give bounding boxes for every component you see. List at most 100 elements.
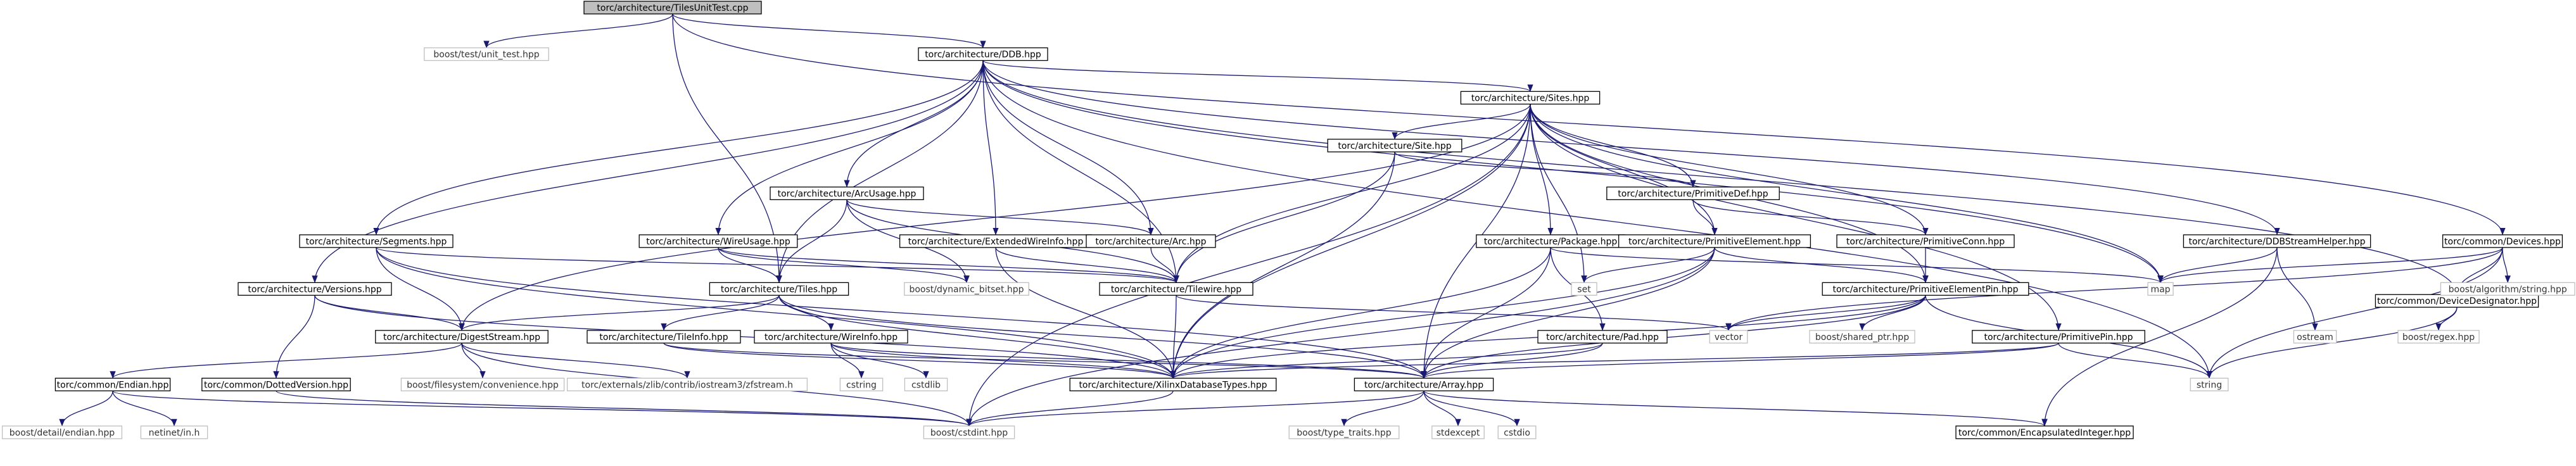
- node-wireinfo[interactable]: torc/architecture/WireInfo.hpp: [754, 330, 908, 344]
- edge-ddb-to-extwire: [982, 60, 999, 236]
- edge-extwire-to-tilewire: [995, 247, 1179, 283]
- edge-ddb-to-arc: [982, 60, 1154, 236]
- node-detendian: boost/detail/endian.hpp: [1, 425, 123, 439]
- node-box: [587, 330, 741, 344]
- node-box: [2440, 282, 2575, 296]
- edge-wireinfo-to-cstring: [830, 343, 865, 379]
- node-label: boost/shared_ptr.hpp: [1815, 332, 1909, 343]
- node-primpin[interactable]: torc/architecture/PrimitivePin.hpp: [1972, 330, 2145, 344]
- node-box: [638, 234, 798, 248]
- edge-devdesig-to-regex: [2435, 307, 2458, 331]
- node-label: torc/common/DottedVersion.hpp: [204, 380, 348, 390]
- node-netinet: netinet/in.h: [140, 425, 208, 439]
- node-box: [2190, 377, 2229, 391]
- node-box: [1709, 330, 1748, 344]
- node-label: torc/architecture/DDBStreamHelper.hpp: [2188, 237, 2365, 247]
- node-devices[interactable]: torc/common/Devices.hpp: [2442, 234, 2563, 248]
- node-versions[interactable]: torc/architecture/Versions.hpp: [238, 282, 392, 296]
- edge-primpin-to-string: [2058, 343, 2212, 379]
- edge-digest-to-endian: [110, 343, 462, 379]
- edge-package-to-xilinx: [1170, 247, 1551, 379]
- node-label: torc/architecture/Segments.hpp: [306, 237, 447, 247]
- node-box: [54, 377, 171, 391]
- node-digest[interactable]: torc/architecture/DigestStream.hpp: [375, 330, 549, 344]
- node-box: [1099, 282, 1253, 296]
- node-primelempin[interactable]: torc/architecture/PrimitiveElementPin.hp…: [1822, 282, 2029, 296]
- edge-pad-to-array: [1421, 343, 1603, 379]
- node-typetraits: boost/type_traits.hpp: [1288, 425, 1400, 439]
- edge-tiles-to-digest: [459, 294, 780, 331]
- node-devdesig[interactable]: torc/common/DeviceDesignator.hpp: [2375, 294, 2539, 308]
- node-label: boost/type_traits.hpp: [1297, 428, 1391, 438]
- node-tiles[interactable]: torc/architecture/Tiles.hpp: [709, 282, 849, 296]
- node-extwire[interactable]: torc/architecture/ExtendedWireInfo.hpp: [899, 234, 1093, 248]
- node-box: [1972, 330, 2145, 344]
- node-unit_test: boost/test/unit_test.hpp: [424, 47, 549, 61]
- node-label: stdexcept: [1437, 428, 1480, 438]
- node-label: ostream: [2297, 332, 2333, 343]
- node-label: cstring: [846, 380, 877, 390]
- node-box: [299, 234, 454, 248]
- edge-digest-to-zfstream: [461, 343, 690, 379]
- edge-dotted-to-cstdint: [276, 390, 972, 427]
- node-ddb[interactable]: torc/architecture/DDB.hpp: [918, 47, 1048, 61]
- edge-wireusage-to-tiles: [718, 247, 782, 283]
- edge-devices-to-algostring: [2502, 247, 2511, 283]
- node-box: [1460, 91, 1601, 105]
- edge-root-to-tiles: [672, 13, 782, 283]
- edge-tilewire-to-xilinx: [1170, 295, 1177, 379]
- edge-array-to-encint: [1423, 390, 2048, 427]
- node-ddbstream[interactable]: torc/architecture/DDBStreamHelper.hpp: [2183, 234, 2371, 248]
- node-package[interactable]: torc/architecture/Package.hpp: [1476, 234, 1625, 248]
- node-label: torc/architecture/Arc.hpp: [1095, 237, 1206, 247]
- node-tilewire[interactable]: torc/architecture/Tilewire.hpp: [1099, 282, 1253, 296]
- edge-ddbstream-to-ostream: [2276, 247, 2318, 331]
- node-sites[interactable]: torc/architecture/Sites.hpp: [1460, 91, 1601, 105]
- edge-sites-to-set: [1530, 104, 1587, 283]
- node-cstring: cstring: [839, 377, 884, 391]
- node-tileinfo[interactable]: torc/architecture/TileInfo.hpp: [587, 330, 741, 344]
- node-site[interactable]: torc/architecture/Site.hpp: [1327, 139, 1462, 153]
- node-root[interactable]: torc/architecture/TilesUnitTest.cpp: [583, 1, 762, 15]
- node-primconn[interactable]: torc/architecture/PrimitiveConn.hpp: [1836, 234, 2015, 248]
- node-segments[interactable]: torc/architecture/Segments.hpp: [299, 234, 454, 248]
- edge-ddb-to-devdesig: [982, 60, 2460, 295]
- node-endian[interactable]: torc/common/Endian.hpp: [54, 377, 171, 391]
- node-box: [424, 47, 549, 61]
- edge-site-to-tilewire: [1173, 151, 1395, 283]
- edge-site-to-primdef: [1394, 151, 1696, 187]
- node-box: [2442, 234, 2563, 248]
- node-primdef[interactable]: torc/architecture/PrimitiveDef.hpp: [1606, 186, 1780, 201]
- node-box: [2293, 330, 2337, 344]
- node-vector: vector: [1709, 330, 1748, 344]
- edge-root-to-ddb: [672, 13, 986, 49]
- node-label: torc/architecture/Package.hpp: [1484, 237, 1618, 247]
- node-xilinx[interactable]: torc/architecture/XilinxDatabaseTypes.hp…: [1069, 377, 1277, 391]
- node-cstdlib: cstdlib: [904, 377, 948, 391]
- node-box: [2147, 282, 2174, 296]
- node-arcusage[interactable]: torc/architecture/ArcUsage.hpp: [770, 186, 924, 201]
- edge-sites-to-map: [1530, 104, 2164, 283]
- edge-segments-to-tilewire: [376, 247, 1179, 283]
- edge-primelempin-to-array: [1421, 295, 1926, 379]
- node-box: [1618, 234, 1811, 248]
- edge-primelempin-to-vector: [1725, 295, 1926, 331]
- edge-versions-to-dotted: [273, 295, 315, 379]
- node-wireusage[interactable]: torc/architecture/WireUsage.hpp: [638, 234, 798, 248]
- node-pad[interactable]: torc/architecture/Pad.hpp: [1537, 330, 1668, 344]
- node-fsconv: boost/filesystem/convenience.hpp: [400, 377, 565, 391]
- node-arc[interactable]: torc/architecture/Arc.hpp: [1086, 234, 1216, 248]
- edge-sites-to-tilewire: [1173, 104, 1531, 283]
- edge-sites-to-site: [1392, 104, 1531, 140]
- node-label: torc/common/Devices.hpp: [2444, 237, 2561, 247]
- node-dotted[interactable]: torc/common/DottedVersion.hpp: [201, 377, 351, 391]
- node-array[interactable]: torc/architecture/Array.hpp: [1354, 377, 1494, 391]
- node-label: torc/architecture/PrimitivePin.hpp: [1984, 332, 2133, 343]
- edge-sites-to-cstdint: [966, 104, 1531, 427]
- edge-wireusage-to-dynbitset: [718, 247, 970, 283]
- node-label: torc/externals/zlib/contrib/iostream3/zf…: [581, 380, 793, 390]
- node-encint[interactable]: torc/common/EncapsulatedInteger.hpp: [1955, 425, 2134, 439]
- edge-arcusage-to-tiles: [776, 199, 847, 283]
- node-primelem[interactable]: torc/architecture/PrimitiveElement.hpp: [1618, 234, 1811, 248]
